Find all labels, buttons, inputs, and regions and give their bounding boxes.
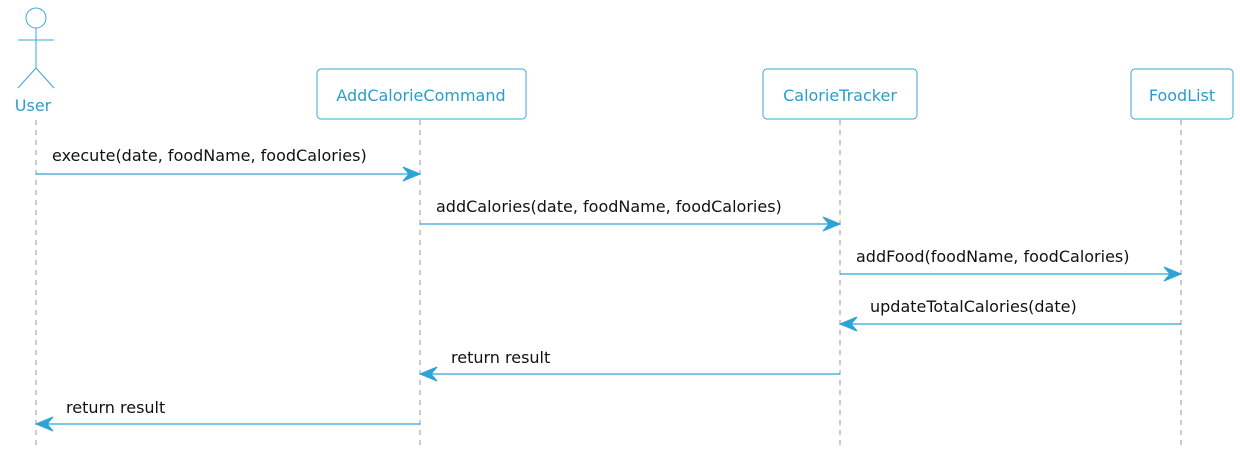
message-label: addFood(foodName, foodCalories)	[856, 247, 1130, 266]
message-execute: execute(date, foodName, foodCalories)	[36, 146, 422, 182]
participant-food-list: FoodList	[1130, 68, 1234, 120]
participant-box	[762, 68, 918, 120]
participant-add-calorie-command: AddCalorieCommand	[316, 68, 527, 120]
message-update-total-calories: updateTotalCalories(date)	[838, 297, 1181, 332]
participant-box	[316, 68, 527, 120]
participant-label: CalorieTracker	[783, 86, 897, 105]
arrowhead-icon	[402, 166, 422, 182]
arrowhead-icon	[838, 316, 858, 332]
message-label: updateTotalCalories(date)	[870, 297, 1077, 316]
actor-label: User	[15, 96, 52, 115]
message-label: return result	[451, 348, 550, 367]
message-return-result-command: return result	[34, 398, 420, 432]
arrowhead-icon	[822, 216, 842, 232]
arrowhead-icon	[34, 416, 54, 432]
arrowhead-icon	[418, 366, 438, 382]
participant-box	[1130, 68, 1234, 120]
participant-label: FoodList	[1149, 86, 1215, 105]
arrowhead-icon	[1163, 266, 1183, 282]
participant-label: AddCalorieCommand	[336, 86, 505, 105]
actor-user: User	[15, 7, 55, 115]
message-label: addCalories(date, foodName, foodCalories…	[436, 197, 782, 216]
message-label: execute(date, foodName, foodCalories)	[52, 146, 367, 165]
message-return-result-tracker: return result	[418, 348, 840, 382]
message-add-food: addFood(foodName, foodCalories)	[840, 247, 1183, 282]
message-add-calories: addCalories(date, foodName, foodCalories…	[420, 197, 842, 232]
message-label: return result	[66, 398, 165, 417]
stick-figure-icon	[17, 7, 55, 89]
participant-calorie-tracker: CalorieTracker	[762, 68, 918, 120]
